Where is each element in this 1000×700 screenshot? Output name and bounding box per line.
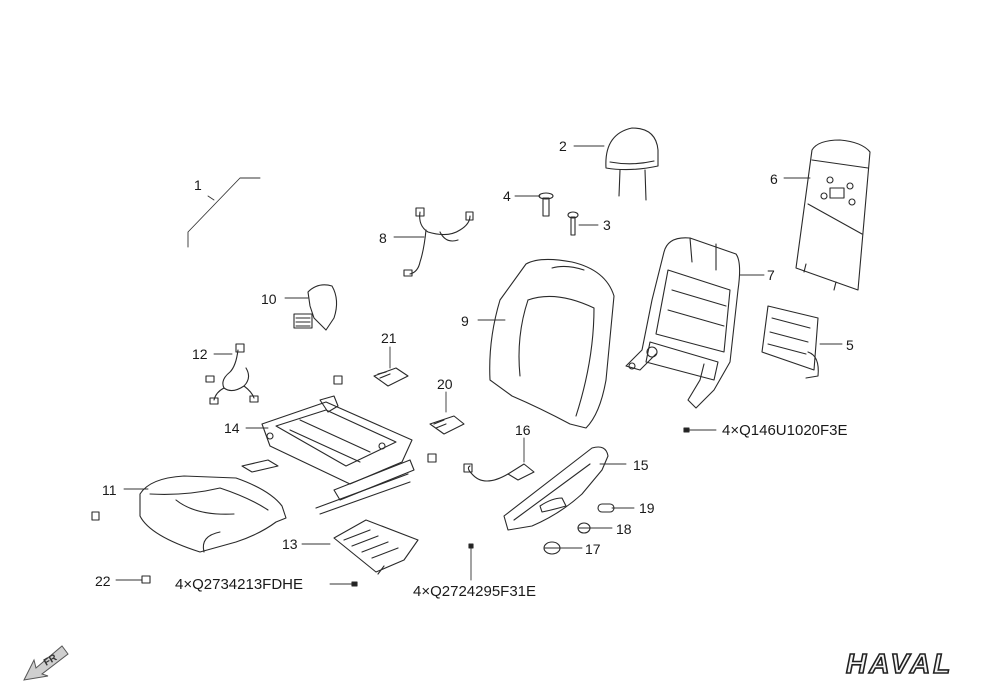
callout-20: 20 [437,376,453,392]
knob-17 [543,541,561,555]
wire-harness-back [403,207,474,277]
seat-cushion-frame [241,395,415,515]
seat-cushion-cover [139,475,287,553]
leader-lines [115,145,843,585]
callout-11: 11 [102,482,117,498]
callout-16: 16 [515,422,531,438]
callout-21: 21 [381,330,397,346]
screw-icons [351,427,690,587]
callout-17: 17 [585,541,601,557]
callout-9: 9 [461,313,469,329]
callout-14: 14 [224,420,240,436]
screw-22 [141,575,151,584]
lumbar-support [761,305,819,379]
haval-logo: HAVAL [845,647,953,680]
cap-19 [597,503,615,513]
callout-15: 15 [633,457,649,473]
switch-16 [463,463,535,482]
callout-4: 4 [503,188,511,204]
callout-1: 1 [194,177,202,193]
callout-22: 22 [95,573,111,589]
callout-8: 8 [379,230,387,246]
front-direction-arrow-icon: FR [23,645,69,681]
seatback-frame [625,237,741,409]
bracket-20 [429,415,465,435]
part-note-q2734: 4×Q2734213FDHE [175,576,303,593]
callout-6: 6 [770,171,778,187]
seatback-panel [795,139,871,291]
seatback-cover [489,258,615,429]
bolt-4 [538,192,554,217]
knob-18 [577,522,591,534]
callout-19: 19 [639,500,655,516]
callout-7: 7 [767,267,775,283]
callout-10: 10 [261,291,277,307]
screw-near-11 [91,511,100,521]
callout-5: 5 [846,337,854,353]
bracket-21 [373,367,409,387]
headrest [605,127,659,201]
side-shield [503,446,609,531]
seat-pan-13 [333,519,419,575]
callout-13: 13 [282,536,298,552]
callout-18: 18 [616,521,632,537]
logo-text: HAVAL [846,648,953,679]
side-trim-10 [293,284,338,331]
part-note-q2724: 4×Q2724295F31E [413,583,537,600]
wire-harness-cushion [205,343,259,405]
callout-2: 2 [559,138,567,154]
callout-12: 12 [192,346,208,362]
callout-3: 3 [603,217,611,233]
part-note-q146: 4×Q146U1020F3E [722,422,848,439]
bolt-3 [567,211,579,236]
clip-parts [333,375,437,463]
